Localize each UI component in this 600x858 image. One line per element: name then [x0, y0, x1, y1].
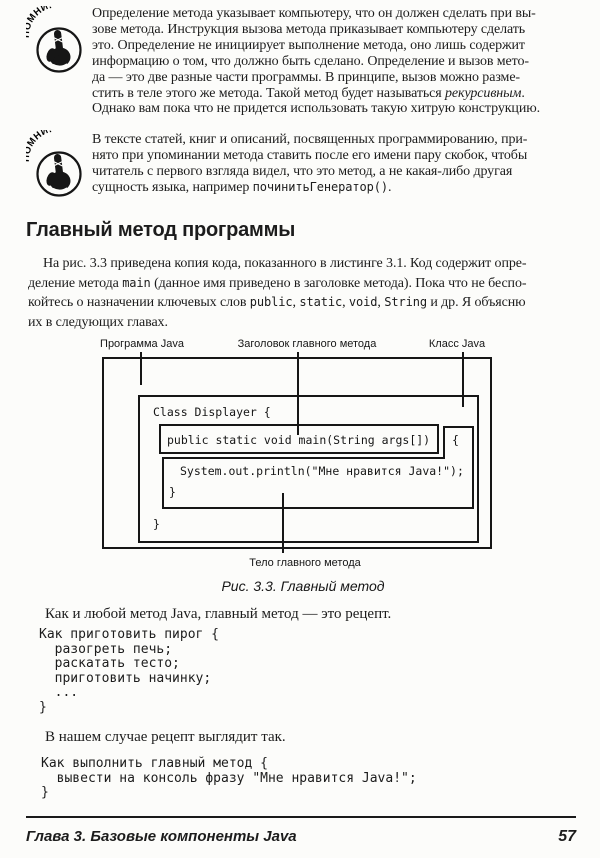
diagram-code-open-brace: {	[452, 433, 459, 447]
note-text-run: . Однако вам пока что не придется исполь…	[92, 85, 540, 117]
diagram-label-main-body: Тело главного метода	[249, 557, 361, 569]
recipe-code-block: Как приготовить пирог { разогреть печь; …	[39, 627, 220, 715]
note-text-run: Определение метода указывает компьютеру,…	[92, 6, 536, 101]
section-intro-paragraph: На рис. 3.3 приведена копия кода, показа…	[28, 254, 527, 333]
intro-text-run: и др. Я объясню их в следующих главах.	[28, 295, 526, 331]
diagram-code-main-header: public static void main(String args[])	[167, 433, 430, 447]
case-intro-paragraph: В нашем случае рецепт выглядит так.	[45, 729, 286, 745]
remember-stamp-icon: ПОМНИ!	[26, 6, 82, 73]
footer-rule	[26, 816, 576, 818]
intro-text-run: ,	[342, 295, 349, 311]
program-box	[102, 357, 492, 549]
intro-code-term: void	[348, 295, 378, 310]
main-method-diagram: Программа Java Заголовок главного метода…	[100, 338, 492, 594]
recipe-intro-paragraph: Как и любой метод Java, главный метод — …	[45, 606, 392, 622]
remember-stamp-icon: ПОМНИ!	[26, 130, 82, 197]
method-header-box	[159, 424, 439, 454]
note-paragraph-1: Определение метода указывает компьютеру,…	[92, 6, 540, 117]
diagram-code-println: System.out.println("Мне нравится Java!")…	[180, 464, 464, 478]
class-box	[138, 395, 479, 543]
diagram-label-java-class: Класс Java	[429, 338, 486, 350]
diagram-label-program-java: Программа Java	[100, 338, 185, 350]
main-method-code-block: Как выполнить главный метод { вывести на…	[41, 756, 417, 800]
figure-caption: Рис. 3.3. Главный метод	[221, 578, 384, 594]
intro-code-term: main	[122, 275, 151, 290]
section-heading: Главный метод программы	[26, 219, 296, 241]
intro-text-run: На рис. 3.3 приведена копия кода, показа…	[28, 256, 527, 291]
method-body-box	[162, 426, 474, 509]
note-italic-term: рекурсивным	[445, 85, 522, 101]
footer-page-number: 57	[558, 828, 576, 845]
intro-text-run: (данное имя приведено в заголовке метода…	[28, 275, 527, 311]
note-text-run: .	[388, 179, 392, 195]
intro-code-term: String	[384, 295, 427, 310]
diagram-code-class-open: Class Displayer {	[153, 405, 271, 419]
note-code-term: починитьГенератор()	[252, 179, 389, 194]
note-paragraph-2: В тексте статей, книг и описаний, посвящ…	[92, 132, 527, 196]
diagram-label-main-header: Заголовок главного метода	[238, 338, 378, 350]
note-text-run: В тексте статей, книг и описаний, посвящ…	[92, 132, 528, 195]
intro-code-term: static	[299, 295, 343, 310]
intro-text-run: ,	[377, 295, 385, 311]
diagram-code-class-close: }	[153, 517, 160, 531]
intro-text-run: ,	[292, 295, 300, 311]
diagram-code-method-close: }	[169, 485, 176, 499]
footer-chapter-title: Глава 3. Базовые компоненты Java	[26, 828, 297, 845]
pointing-finger-glyph	[46, 29, 71, 68]
intro-code-term: public	[249, 295, 293, 310]
pointing-finger-glyph	[46, 153, 71, 192]
